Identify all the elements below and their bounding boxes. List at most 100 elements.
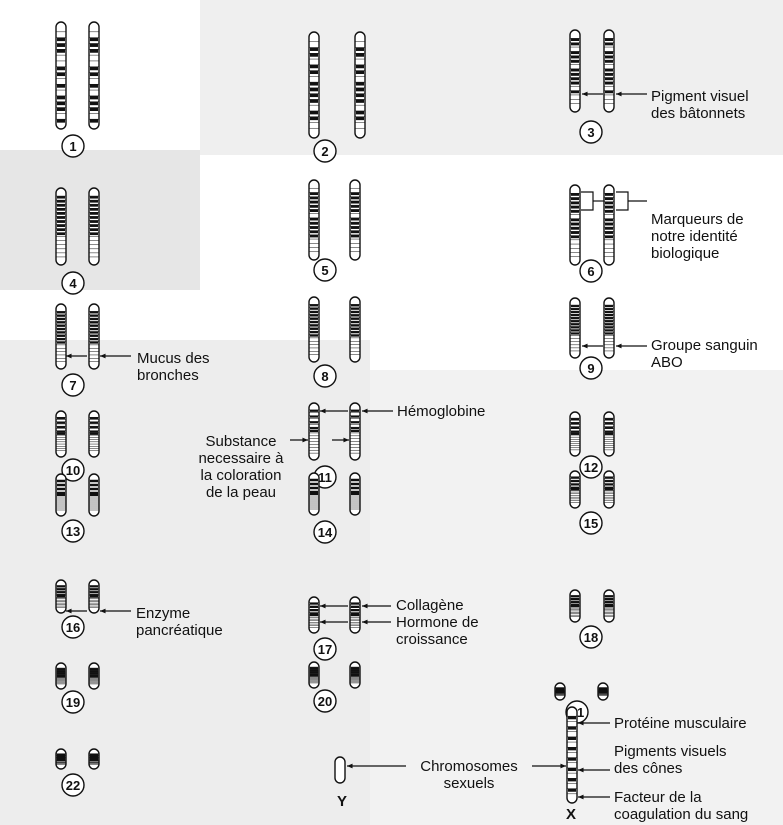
chromosome-7-right-band (90, 314, 98, 317)
chromosome-6-left-band (571, 201, 579, 205)
chromosome-14-left-band (310, 483, 318, 485)
chromosome-11-right-band (351, 427, 359, 430)
chromosome-x-band (568, 747, 576, 751)
chromosome-5-left-band (310, 222, 318, 225)
chromosome-6-right-band (605, 222, 613, 226)
chromosome-18-right-band (605, 605, 613, 608)
chromosome-16-right-band (90, 594, 98, 597)
chromosome-5-left-band (310, 200, 318, 204)
chromosome-3-left-band (571, 38, 579, 42)
chromosome-22-right-band (90, 758, 98, 761)
chromosome-number-circle-15 (579, 511, 603, 535)
chromosome-13-right-band (90, 494, 98, 496)
chromosome-4-left-band (57, 208, 65, 211)
chromosome-8-right-band (351, 311, 359, 314)
chromosome-number-circle-13 (61, 519, 85, 543)
chromosome-11-right-band (351, 409, 359, 412)
chromosome-8-right-band (351, 307, 359, 310)
chromosome-1-right-band (90, 95, 98, 100)
chromosome-5-right-band (351, 230, 359, 234)
chromosome-18-left-band (571, 595, 579, 598)
chromosome-5-left-band (310, 205, 318, 208)
chromosome-number-circle-22 (61, 773, 85, 797)
chromosome-2-left-band (310, 82, 318, 86)
arrow-chr11-hb-b-head (362, 408, 368, 414)
chromosome-5-right-band (351, 209, 359, 212)
chromosome-number-circle-12 (579, 455, 603, 479)
label-chr11-hemoglobin: Hémoglobine (397, 403, 486, 420)
chromosome-1-right-band (90, 107, 98, 111)
chromosome-22-left-band (57, 758, 65, 761)
chromosome-1-right-band (90, 37, 98, 42)
chromosome-2-right-band (356, 116, 364, 121)
chromosome-number-20: 20 (318, 694, 332, 709)
chromosome-11-left-band (310, 415, 318, 418)
chromosome-1-left-band (57, 95, 65, 100)
chromosome-9-right-band (605, 332, 613, 335)
chromosome-9-left-band (571, 332, 579, 335)
chromosome-3-right-band (605, 55, 613, 59)
arrow-chr11-skin-a-head (302, 437, 308, 443)
chromosome-number-12: 12 (584, 460, 598, 475)
chromosome-10-left-band (57, 432, 65, 435)
chromosome-6-right-band (605, 235, 613, 239)
chromosome-5-right-band (351, 200, 359, 204)
chromosome-22-right-band (90, 756, 98, 759)
chromosome-4-left-band (57, 224, 65, 227)
chromosome-7-right-band (90, 341, 98, 344)
chromosome-8-right-band (351, 334, 359, 337)
chromosome-3-right-band (605, 42, 613, 46)
chromosome-13-right-band (90, 488, 98, 490)
chromosome-3-left-band (571, 55, 579, 59)
chromosome-10-right-band (90, 432, 98, 435)
chromosome-18-left-band (571, 603, 579, 606)
chromosome-6-right-band (605, 210, 613, 213)
chromosome-number-circle-20 (313, 689, 337, 713)
chromosome-3-left-band (571, 81, 579, 85)
chromosome-8-right-band (351, 327, 359, 330)
chromosome-3-right-band (605, 90, 613, 94)
chromosome-12-right-band (605, 418, 613, 421)
chromosome-4-left-band (57, 228, 65, 232)
chromosome-6-left-band (571, 210, 579, 213)
chromosome-3-right-band (605, 73, 613, 76)
chromosome-number-10: 10 (66, 463, 80, 478)
chromosome-12-left-band (571, 422, 579, 425)
chromosome-number-7: 7 (69, 378, 76, 393)
chromosome-number-4: 4 (69, 276, 77, 291)
chromosome-4-left-band (57, 232, 65, 236)
chromosome-6-right-band (605, 193, 613, 196)
chromosome-6-right-band (605, 205, 613, 209)
chromosome-number-9: 9 (587, 361, 594, 376)
chromosome-2-left-band (310, 70, 318, 75)
chromosome-17-right-band (351, 612, 359, 615)
arrow-chr17-gh-a-head (320, 619, 326, 625)
chromosome-14-left-band (310, 479, 318, 481)
chromosome-number-circle-3 (579, 120, 603, 144)
chromosome-x-band (568, 767, 576, 772)
chromosome-4-right-band (90, 228, 98, 232)
chromosome-9-right-band (605, 317, 613, 320)
arrow-x-muscle-head (578, 720, 584, 726)
chromosome-14-left-band (310, 487, 318, 489)
chromosome-8-right-band (351, 304, 359, 307)
chromosome-8-left-band (310, 314, 318, 317)
chromosome-16-left-band (57, 588, 65, 591)
chromosome-15-left-band (571, 486, 579, 489)
chromosome-2-right-band (356, 64, 364, 69)
chromosome-14-left-band (310, 491, 318, 493)
chromosome-14-right-band (351, 479, 359, 481)
arrow-x-cones-head (578, 767, 584, 773)
chromosome-17-right-band (351, 605, 359, 608)
chromosome-8-left-band (310, 307, 318, 310)
arrow-chr11-skin-b-head (343, 437, 349, 443)
arrow-chr9-b-head (616, 343, 622, 349)
chromosome-9-right-band (605, 305, 613, 308)
chromosome-number-circle-9 (579, 356, 603, 380)
chromosome-number-22: 22 (66, 778, 80, 793)
chromosome-6-right-band (605, 197, 613, 201)
chromosome-2-left-band (310, 116, 318, 121)
chromosome-10-left-band (57, 421, 65, 424)
chromosome-16-right-band (90, 595, 98, 598)
